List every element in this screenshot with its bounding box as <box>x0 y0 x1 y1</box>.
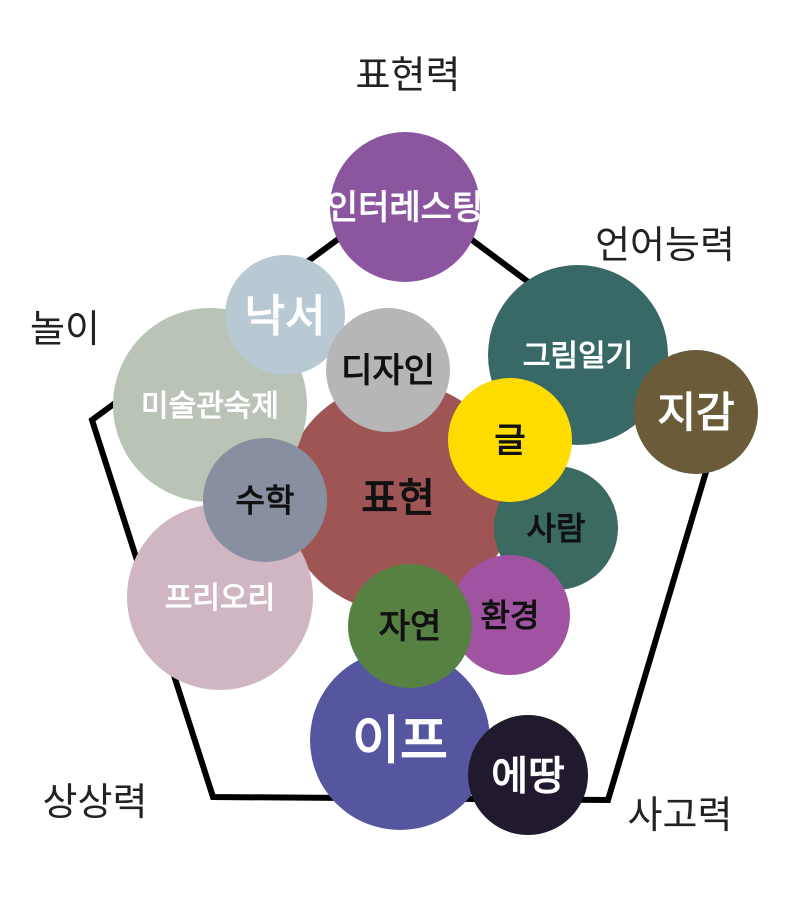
node-label: 낙서 <box>245 291 326 342</box>
node-label: 글 <box>494 421 525 461</box>
node-label: 표현 <box>361 475 435 521</box>
node-label: 이프 <box>352 712 448 772</box>
node-circle <box>448 378 572 502</box>
node-bubble: 디자인 <box>326 308 450 432</box>
node-bubble: 에땅 <box>468 715 588 835</box>
axis-label-language: 언어능력 <box>595 223 735 267</box>
node-label: 프리오리 <box>165 581 275 616</box>
node-circle <box>225 255 345 375</box>
node-label: 에땅 <box>491 753 565 799</box>
node-label: 디자인 <box>341 351 435 391</box>
axis-label-expression: 표현력 <box>356 53 461 97</box>
axis-label-thinking: 사고력 <box>628 793 733 837</box>
node-label: 환경 <box>481 597 540 635</box>
node-bubble: 이프 <box>310 650 490 830</box>
node-circle <box>634 350 758 474</box>
node-bubble: 수학 <box>203 438 327 562</box>
node-label: 수학 <box>236 482 295 520</box>
node-bubble: 지감 <box>634 350 758 474</box>
node-bubble: 글 <box>448 378 572 502</box>
node-label: 자연 <box>379 607 442 647</box>
node-circle <box>310 650 490 830</box>
node-label: 사람 <box>527 510 586 548</box>
node-label: 지감 <box>657 388 734 437</box>
node-circle <box>468 715 588 835</box>
node-circle <box>326 308 450 432</box>
node-circle <box>203 438 327 562</box>
node-circle <box>330 132 480 282</box>
node-bubble: 환경 <box>450 555 570 675</box>
axis-label-play: 놀이 <box>30 307 100 351</box>
node-bubble: 자연 <box>348 564 472 688</box>
axis-label-imagination: 상상력 <box>43 780 148 824</box>
node-bubble: 낙서 <box>225 255 345 375</box>
node-label: 미술관숙제 <box>141 389 279 424</box>
node-label: 인터레스팅 <box>327 188 483 228</box>
node-bubble: 인터레스팅 <box>327 132 483 282</box>
node-circle <box>450 555 570 675</box>
node-circle <box>348 564 472 688</box>
node-label: 그림일기 <box>523 339 633 374</box>
